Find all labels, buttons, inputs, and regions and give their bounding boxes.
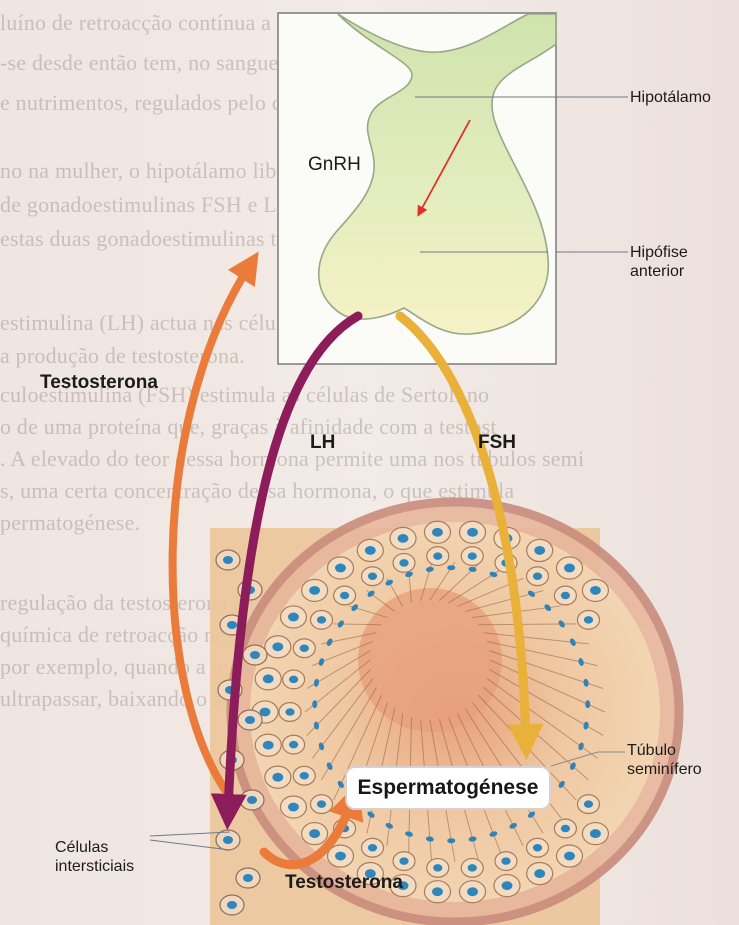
tubulo-label-line2: seminífero	[627, 760, 702, 779]
germ-cell-nucleus	[432, 887, 443, 896]
germ-cell-nucleus	[584, 800, 593, 807]
germ-cell-nucleus	[533, 573, 542, 580]
celulas-label-line1: Células	[55, 838, 108, 857]
testosterona-bottom-label: Testosterona	[285, 872, 403, 894]
tubulo-label-line1: Túbulo	[627, 741, 676, 760]
germ-cell-nucleus	[502, 881, 513, 890]
germ-cell-nucleus	[309, 829, 320, 838]
germ-cell-nucleus	[433, 864, 442, 871]
germ-cell-nucleus	[467, 887, 478, 896]
espermatogenese-label: Espermatogénese	[358, 776, 539, 800]
germ-cell-nucleus	[263, 741, 274, 750]
espermatogenese-label-box: Espermatogénese	[345, 766, 551, 810]
sperm-head	[312, 700, 317, 708]
gnrh-label: GnRH	[308, 154, 361, 176]
germ-cell-nucleus	[564, 564, 575, 573]
celulas-label-line2: intersticiais	[55, 857, 134, 876]
germ-cell-nucleus	[335, 564, 346, 573]
germ-cell-nucleus	[272, 642, 283, 651]
germ-cell-nucleus	[272, 773, 283, 782]
germ-cell-nucleus	[533, 844, 542, 851]
germ-cell-nucleus	[288, 803, 299, 812]
interstitial-cell-nucleus	[243, 874, 253, 882]
germ-cell-nucleus	[335, 852, 346, 861]
germ-cell-nucleus	[467, 528, 478, 537]
interstitial-cell-nucleus	[227, 901, 237, 909]
interstitial-cell-nucleus	[245, 716, 255, 724]
sperm-head	[585, 700, 590, 708]
sperm-head	[447, 838, 455, 843]
germ-cell-nucleus	[317, 800, 326, 807]
germ-cell-nucleus	[590, 586, 601, 595]
germ-cell-nucleus	[368, 573, 377, 580]
interstitial-cell-nucleus	[223, 836, 233, 844]
germ-cell-nucleus	[365, 546, 376, 555]
germ-cell-nucleus	[432, 528, 443, 537]
germ-cell-nucleus	[340, 592, 349, 599]
sperm-head	[447, 565, 455, 570]
interstitial-cell-nucleus	[250, 651, 260, 659]
testosterona-top-label: Testosterona	[40, 372, 158, 394]
lh-label: LH	[310, 432, 335, 454]
germ-cell-nucleus	[317, 616, 326, 623]
germ-cell-nucleus	[468, 864, 477, 871]
hipotalamo-label: Hipotálamo	[630, 88, 711, 107]
germ-cell-nucleus	[590, 829, 601, 838]
germ-cell-nucleus	[534, 869, 545, 878]
germ-cell-nucleus	[285, 708, 294, 715]
germ-cell-nucleus	[399, 559, 408, 566]
interstitial-cell-nucleus	[227, 621, 237, 629]
interstitial-cell-nucleus	[223, 556, 233, 564]
germ-cell-nucleus	[263, 674, 274, 683]
hipofise-label-line2: anterior	[630, 262, 684, 281]
germ-cell-nucleus	[288, 613, 299, 622]
tubule-lumen	[358, 588, 502, 732]
germ-cell-nucleus	[300, 772, 309, 779]
germ-cell-nucleus	[368, 844, 377, 851]
fsh-label: FSH	[478, 432, 516, 454]
germ-cell-nucleus	[289, 741, 298, 748]
hipofise-label-line1: Hipófise	[630, 243, 688, 262]
germ-cell-nucleus	[584, 616, 593, 623]
germ-cell-nucleus	[289, 676, 298, 683]
germ-cell-nucleus	[309, 586, 320, 595]
germ-cell-nucleus	[501, 857, 510, 864]
germ-cell-nucleus	[398, 534, 409, 543]
hypothalamus-panel	[278, 13, 628, 364]
germ-cell-nucleus	[564, 852, 575, 861]
interstitial-cell-nucleus	[247, 796, 257, 804]
germ-cell-nucleus	[561, 825, 570, 832]
germ-cell-nucleus	[300, 645, 309, 652]
germ-cell-nucleus	[561, 592, 570, 599]
germ-cell-nucleus	[468, 552, 477, 559]
germ-cell-nucleus	[399, 857, 408, 864]
germ-cell-nucleus	[534, 546, 545, 555]
germ-cell-nucleus	[433, 552, 442, 559]
